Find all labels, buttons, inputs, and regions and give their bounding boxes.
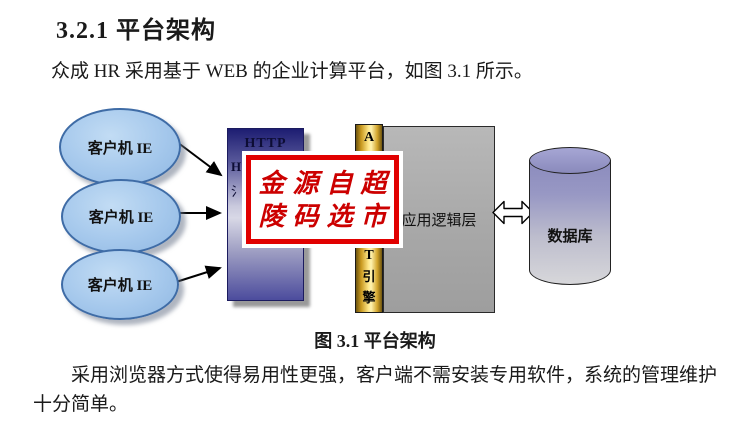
arrow-client3-to-server-icon — [175, 265, 222, 283]
watermark-overlay: 金源自超 陵码选市 — [242, 151, 403, 248]
http-server-text-fragment: H — [231, 159, 242, 174]
database-cylinder-body — [529, 160, 611, 285]
client-node-3: 客户机 IE — [61, 249, 179, 320]
engine-strip-letter: 擎 — [362, 290, 376, 305]
database-cylinder: 数据库 — [529, 147, 611, 285]
logic-layer-label: 应用逻辑层 — [401, 213, 477, 229]
watermark-border: 金源自超 陵码选市 — [246, 155, 399, 244]
closing-paragraph: 采用浏览器方式使得易用性更强，客户端不需安装专用软件，系统的管理维护十分简单。 — [33, 365, 718, 415]
client-node-1: 客户机 IE — [59, 108, 181, 186]
figure-caption: 图 3.1 平台架构 — [314, 331, 436, 351]
intro-paragraph: 众成 HR 采用基于 WEB 的企业计算平台，如图 3.1 所示。 — [51, 61, 533, 82]
http-server-text-fragment: 氵 — [231, 184, 245, 199]
client-node-label: 客户机 IE — [87, 278, 153, 294]
client-node-2: 客户机 IE — [61, 179, 181, 254]
http-server-title: HTTP — [244, 136, 287, 151]
engine-strip-letter: T — [364, 248, 374, 263]
client-node-label: 客户机 IE — [87, 140, 153, 157]
database-cylinder-top — [529, 147, 611, 174]
engine-strip-letter: A — [363, 130, 375, 145]
double-arrow-icon — [492, 200, 534, 225]
client-node-label: 客户机 IE — [88, 210, 154, 226]
watermark-text-line1: 金源自超 — [258, 168, 395, 198]
engine-strip-letter: 引 — [362, 269, 376, 284]
database-label: 数据库 — [547, 229, 593, 245]
watermark-text-line2: 陵码选市 — [258, 201, 395, 231]
section-heading: 3.2.1 平台架构 — [56, 18, 216, 44]
